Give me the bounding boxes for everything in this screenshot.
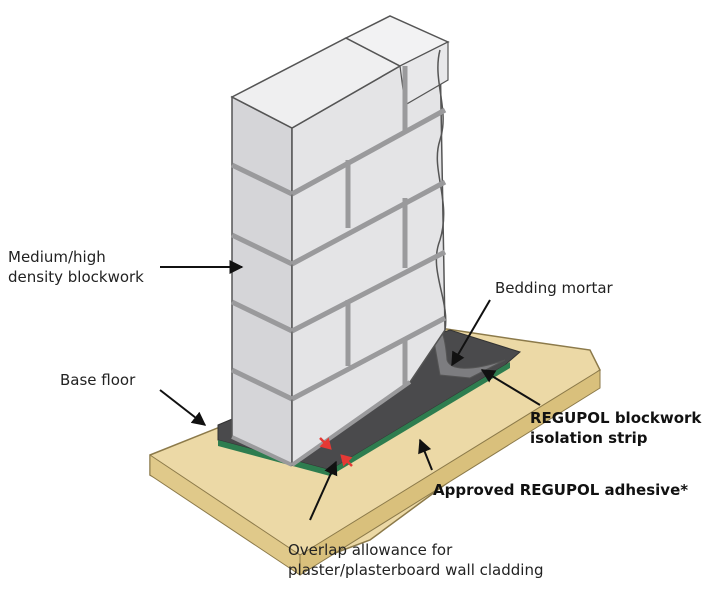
base-floor-label-text: Base floor bbox=[60, 371, 136, 389]
blockwork-label-line-1: Medium/high bbox=[8, 248, 106, 266]
adhesive-label: Approved REGUPOL adhesive* bbox=[433, 480, 688, 500]
adhesive-leader-arrow bbox=[418, 438, 433, 471]
isolation-strip-label-line-1: REGUPOL blockwork bbox=[530, 409, 702, 427]
overlap-label: Overlap allowance for plaster/plasterboa… bbox=[288, 540, 544, 580]
isolation-strip-label-line-2: isolation strip bbox=[530, 429, 648, 447]
overlap-arrows bbox=[319, 437, 353, 467]
bedding-mortar-label-text: Bedding mortar bbox=[495, 279, 613, 297]
overlap-leader-arrow bbox=[309, 460, 338, 521]
overlap-label-line-1: Overlap allowance for bbox=[288, 541, 453, 559]
base-floor-label: Base floor bbox=[60, 370, 135, 390]
bedding-mortar-label: Bedding mortar bbox=[495, 278, 613, 298]
mortar-leader-arrow bbox=[451, 299, 491, 367]
isolation-strip-label: REGUPOL blockwork isolation strip bbox=[530, 408, 701, 448]
base-floor-leader-arrow bbox=[159, 389, 207, 426]
overlap-label-line-2: plaster/plasterboard wall cladding bbox=[288, 561, 544, 579]
blockwork-label-line-2: density blockwork bbox=[8, 268, 144, 286]
strip-leader-arrow bbox=[480, 369, 541, 406]
leader-lines bbox=[159, 260, 541, 521]
adhesive-label-text: Approved REGUPOL adhesive* bbox=[433, 481, 689, 499]
blockwork-wall bbox=[230, 15, 450, 467]
blockwork-label: Medium/high density blockwork bbox=[8, 247, 144, 287]
